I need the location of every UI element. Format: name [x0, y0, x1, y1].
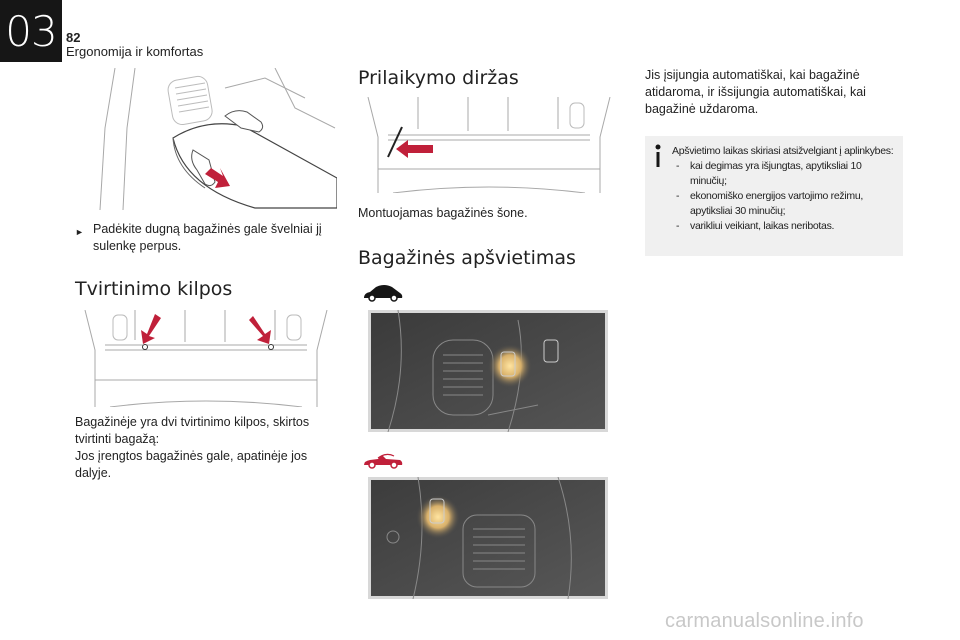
info-box: Apšvietimo laikas skiriasi atsižvelgiant… — [645, 136, 903, 256]
info-icon — [655, 144, 661, 167]
hatchback-car-icon — [362, 283, 404, 303]
heading-retaining-strap: Prilaikymo diržas — [358, 67, 519, 89]
info-list-item: varikliui veikiant, laikas neribotas. — [672, 219, 900, 234]
convertible-car-icon — [362, 450, 404, 470]
tie-down-text-1: Bagažinėje yra dvi tvirtinimo kilpos, sk… — [75, 415, 310, 446]
boot-lamp-photo-convertible — [368, 477, 608, 599]
retaining-strap-caption: Montuojamas bagažinės šone. — [358, 206, 528, 220]
footer-watermark: carmanualsonline.info — [665, 610, 864, 632]
section-name: Ergonomija ir komfortas — [66, 44, 204, 59]
tie-down-text-2: Jos įrengtos bagažinės gale, apatinėje j… — [75, 449, 308, 480]
heading-tie-down-rings: Tvirtinimo kilpos — [75, 278, 233, 300]
bullet-arrow-icon: ► — [75, 227, 84, 237]
tie-down-body: Bagažinėje yra dvi tvirtinimo kilpos, sk… — [75, 414, 337, 482]
lighting-body: Jis įsijungia automatiškai, kai bagažinė… — [645, 68, 866, 116]
info-list-item: ekonomiško energijos vartojimo režimu, a… — [672, 189, 900, 219]
info-list-item: kai degimas yra išjungtas, apytiksliai 1… — [672, 159, 900, 189]
floor-instruction-text: Padėkite dugną bagažinės gale švelniai j… — [93, 222, 322, 253]
trunk-floor-illustration — [75, 68, 337, 210]
heading-boot-lighting: Bagažinės apšvietimas — [358, 247, 576, 269]
retaining-strap-illustration — [358, 97, 620, 193]
chapter-tab: 03 — [0, 0, 62, 62]
info-intro: Apšvietimo laikas skiriasi atsižvelgiant… — [672, 145, 894, 157]
tie-down-rings-illustration — [75, 310, 337, 407]
floor-instruction: ► Padėkite dugną bagažinės gale švelniai … — [75, 221, 337, 255]
chapter-number: 03 — [5, 6, 57, 56]
page-number: 82 — [66, 30, 81, 45]
boot-lamp-photo-hatchback — [368, 310, 608, 432]
info-list: kai degimas yra išjungtas, apytiksliai 1… — [672, 159, 900, 234]
